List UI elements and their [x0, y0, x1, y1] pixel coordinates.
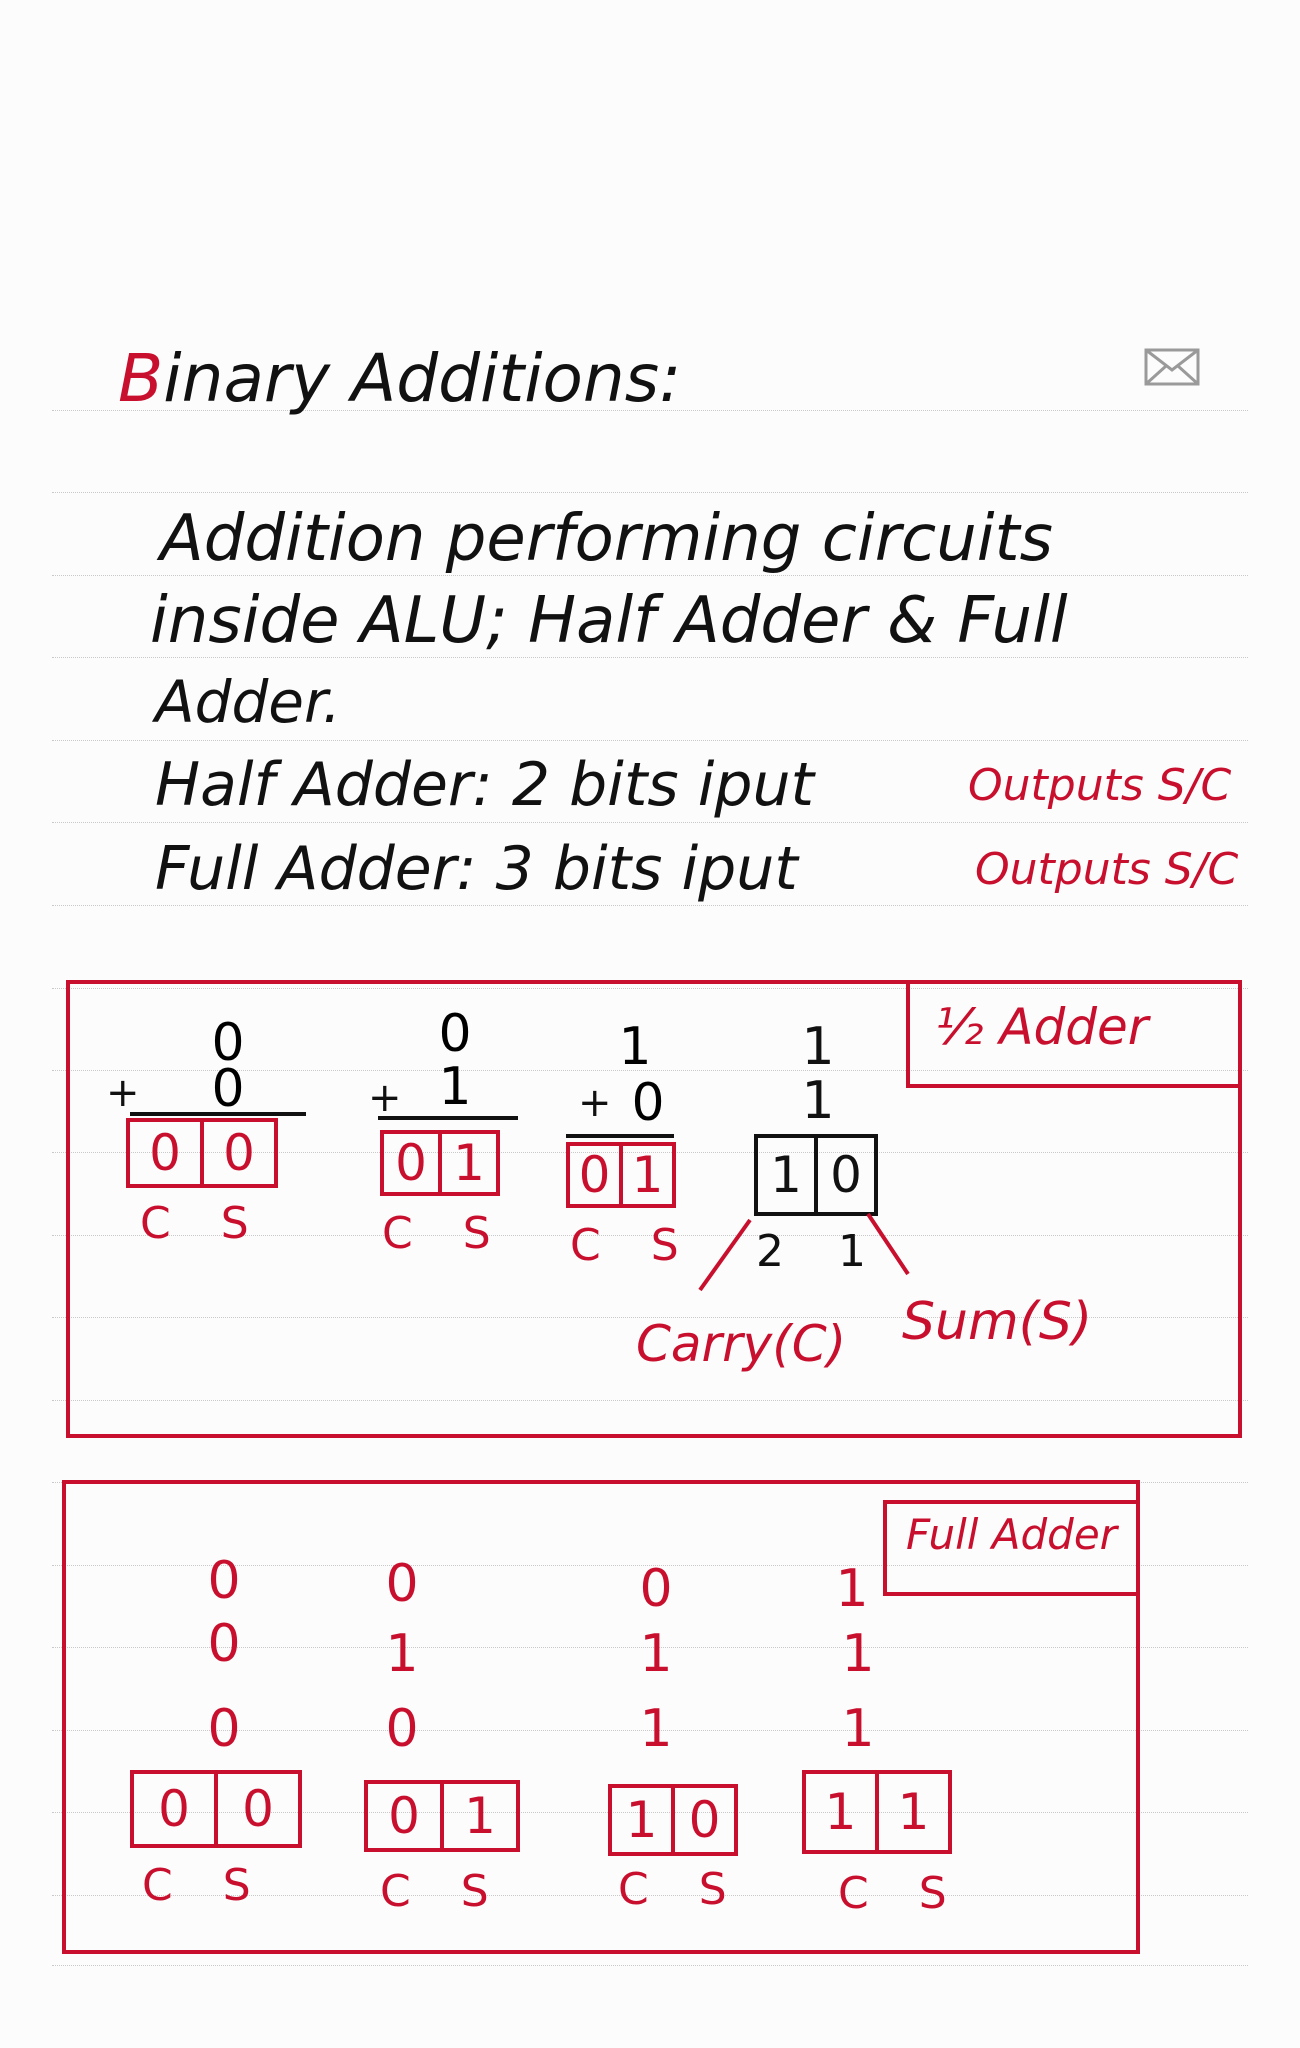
half-adder-title-box: [906, 980, 1238, 1088]
ha-pointer-lines: [698, 1212, 910, 1292]
half-adder-box: [66, 980, 1242, 1438]
ha-ex3-cs-label: C S: [570, 1220, 697, 1271]
fa-ex4-cin: 1: [841, 1699, 875, 1759]
fa-ex3-result: 1 0: [608, 1784, 738, 1856]
fa-ex2-b: 1: [385, 1624, 419, 1684]
ha-ex2-sum: 1: [438, 1134, 496, 1192]
fa-ex1-a: 0: [207, 1551, 241, 1611]
ha-ex4-result: 1 0: [754, 1134, 878, 1216]
fa-ex1-b: 0: [207, 1614, 241, 1674]
ha-ex2-sum-line: [378, 1116, 518, 1120]
intro-line-3: Adder.: [155, 668, 341, 736]
page-title: Binary Additions:: [118, 340, 681, 417]
ha-ex2-a: 0: [438, 1004, 472, 1064]
fa-ex4-a: 1: [835, 1559, 869, 1619]
fa-ex4-result: 1 1: [802, 1770, 952, 1854]
ha-ex1-sum: 0: [200, 1122, 274, 1184]
full-adder-box: [62, 1480, 1140, 1954]
ha-ex3-result: 0 1: [566, 1142, 676, 1208]
half-adder-definition: Half Adder: 2 bits iput: [155, 750, 815, 820]
ha-ex1-carry: 0: [149, 1124, 181, 1182]
full-adder-outputs-note: Outputs S/C: [975, 844, 1239, 895]
ha-ex3-plus: +: [578, 1080, 612, 1126]
fa-ex3-sum: 0: [671, 1788, 734, 1852]
fa-ex2-a: 0: [385, 1554, 419, 1614]
half-adder-outputs-note: Outputs S/C: [968, 760, 1232, 811]
fa-ex1-sum: 0: [214, 1774, 298, 1844]
fa-ex3-cs-label: C S: [618, 1864, 745, 1915]
fa-ex4-carry: 1: [824, 1783, 857, 1841]
envelope-icon[interactable]: [1144, 348, 1200, 386]
fa-ex3-a: 0: [639, 1559, 673, 1619]
ha-ex1-b: 0: [211, 1059, 245, 1119]
ha-ex3-sum: 1: [619, 1146, 672, 1204]
fa-ex4-b: 1: [841, 1624, 875, 1684]
full-adder-definition: Full Adder: 3 bits iput: [155, 834, 798, 904]
intro-line-2: inside ALU; Half Adder & Full: [150, 584, 1068, 658]
fa-ex4-cs-label: C S: [838, 1868, 965, 1919]
fa-ex3-b: 1: [639, 1624, 673, 1684]
fa-ex2-cs-label: C S: [380, 1866, 507, 1917]
fa-ex3-carry: 1: [625, 1791, 658, 1849]
fa-ex1-cin: 0: [207, 1699, 241, 1759]
ha-ex1-plus: +: [106, 1070, 140, 1116]
ha-ex4-place-value-2: 2: [756, 1226, 784, 1277]
fa-ex1-carry: 0: [158, 1780, 190, 1838]
ha-ex2-plus: +: [368, 1075, 402, 1121]
ha-ex1-cs-label: C S: [140, 1198, 267, 1249]
ha-ex4-carry: 1: [770, 1146, 802, 1204]
title-initial: B: [118, 340, 164, 417]
intro-line-1: Addition performing circuits: [160, 502, 1053, 576]
fa-ex2-carry: 0: [388, 1787, 420, 1845]
ha-ex3-a: 1: [618, 1017, 652, 1077]
ha-ex2-cs-label: C S: [382, 1208, 509, 1259]
ha-ex1-result: 0 0: [126, 1118, 278, 1188]
fa-ex4-sum: 1: [875, 1774, 948, 1850]
half-adder-title: ½ Adder: [935, 998, 1149, 1056]
ha-ex4-place-value-1: 1: [838, 1226, 866, 1277]
ha-ex2-result: 0 1: [380, 1130, 500, 1196]
fa-ex2-sum: 1: [440, 1784, 516, 1848]
ha-ex3-carry: 0: [578, 1146, 611, 1204]
fa-ex1-result: 0 0: [130, 1770, 302, 1848]
ha-ex3-b: 0: [631, 1073, 665, 1133]
fa-ex2-result: 0 1: [364, 1780, 520, 1852]
fa-ex3-cin: 1: [639, 1699, 673, 1759]
fa-ex2-cin: 0: [385, 1699, 419, 1759]
ha-ex4-b: 1: [801, 1071, 835, 1131]
ha-ex1-a: 0: [211, 1013, 245, 1073]
fa-ex1-cs-label: C S: [142, 1860, 269, 1911]
ha-ex4-a: 1: [801, 1017, 835, 1077]
carry-label: Carry(C): [636, 1315, 847, 1373]
ha-ex1-sum-line: [130, 1112, 306, 1116]
ha-ex3-sum-line: [566, 1134, 674, 1138]
ha-ex2-b: 1: [438, 1057, 472, 1117]
ha-ex2-carry: 0: [395, 1134, 427, 1192]
full-adder-title: Full Adder: [906, 1510, 1117, 1559]
sum-label: Sum(S): [902, 1292, 1093, 1352]
title-rest: inary Additions:: [163, 340, 682, 417]
full-adder-title-box: [883, 1500, 1137, 1596]
ha-ex4-sum: 0: [814, 1138, 874, 1212]
